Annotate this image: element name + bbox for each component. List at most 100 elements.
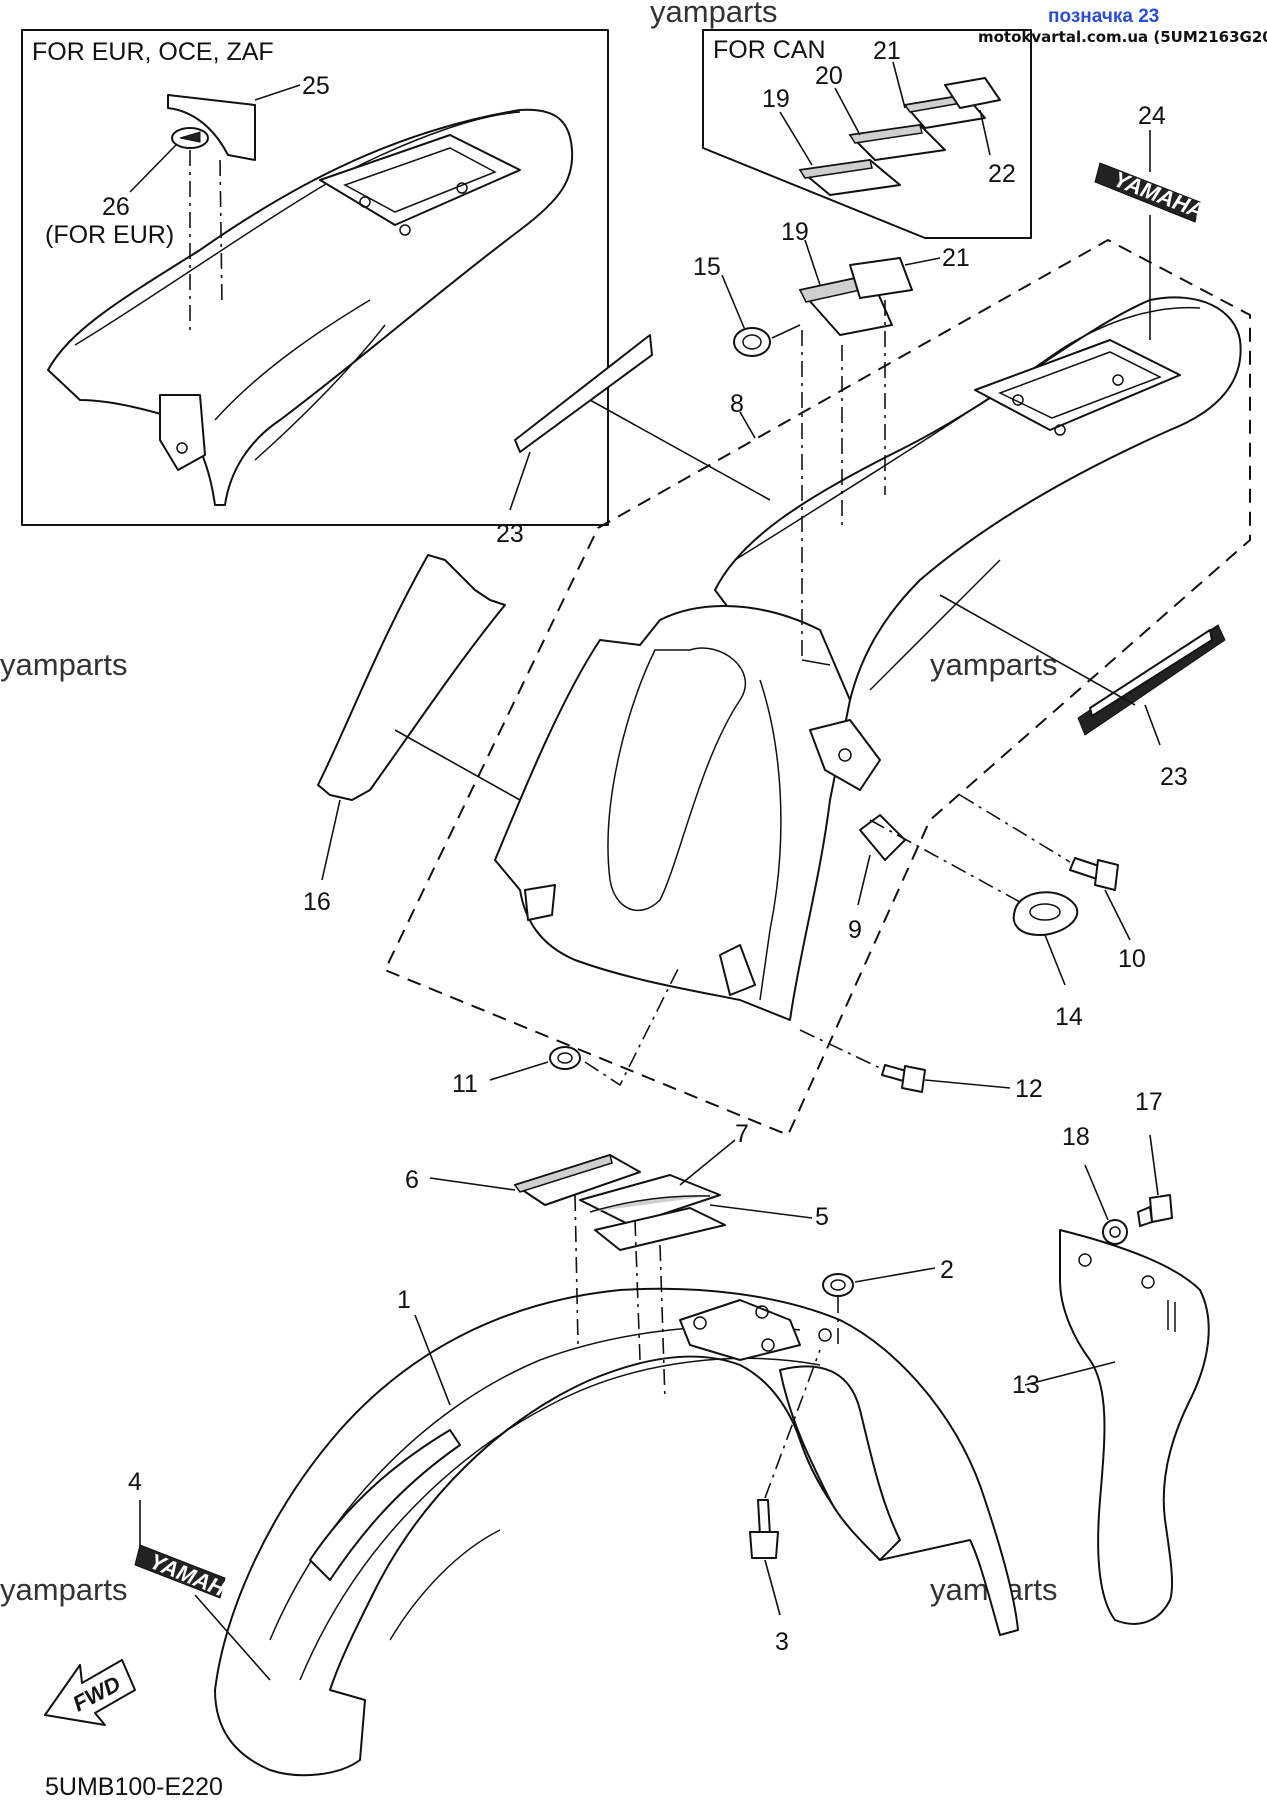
label-18: 18 <box>1062 1123 1090 1151</box>
leader-16-in <box>394 729 521 801</box>
part-7-strip-line <box>589 1195 711 1213</box>
part-15-grommet <box>733 327 771 357</box>
leader-8 <box>739 411 756 439</box>
inner-mudguard-tab <box>524 884 556 921</box>
part-4-decal-text: YAMAHA <box>146 1548 243 1607</box>
part-6-strip-shade <box>513 1154 613 1193</box>
leader-23-left-b <box>589 399 771 501</box>
source-label: motokvartal.com.ua (5UM2163G2000) <box>978 28 1267 46</box>
dash-19-tail <box>801 659 831 666</box>
dash-14 <box>869 819 1021 903</box>
dash-6 <box>574 1194 579 1346</box>
part-18-washer-inner <box>1109 1226 1121 1238</box>
label-21: 21 <box>942 244 970 272</box>
leader-10 <box>1104 889 1131 941</box>
part-14-grommet-inner <box>1029 903 1061 921</box>
label-1: 1 <box>397 1286 411 1314</box>
part-12-bolt <box>881 1064 926 1093</box>
dash-7 <box>634 1219 641 1361</box>
leader-9 <box>857 854 871 906</box>
part-23-decal-left <box>514 334 653 453</box>
label-25: 25 <box>302 72 330 100</box>
rear-bracket <box>809 719 881 791</box>
variant-label: позначка 23 <box>1048 6 1159 27</box>
front-fender-fin <box>779 1365 901 1561</box>
inset-hole-1 <box>359 196 371 208</box>
inset-eur-frame <box>21 29 609 526</box>
part-13-ribs <box>1167 1300 1176 1332</box>
front-mount-hole-3 <box>761 1338 775 1352</box>
part-25-strip <box>167 94 256 161</box>
label-11: 11 <box>452 1070 478 1098</box>
part-23-decal-stripe <box>1089 629 1213 717</box>
label-10: 10 <box>1118 945 1146 973</box>
inner-mudguard-recess <box>607 647 747 911</box>
label-24: 24 <box>1138 102 1166 130</box>
part-24-decal-text: YAMAHA <box>1110 166 1208 223</box>
part-13-hole-2 <box>1141 1275 1155 1289</box>
front-mount-hole-2 <box>755 1305 769 1319</box>
inset-hole-3 <box>399 224 411 236</box>
inset-can-frame <box>702 29 1032 239</box>
leader-5 <box>709 1204 813 1219</box>
dash-5 <box>659 1244 666 1401</box>
rear-fender <box>494 296 1242 1021</box>
label-13: 13 <box>1012 1371 1040 1399</box>
fwd-arrow-shape <box>44 1659 136 1726</box>
label-16: 16 <box>303 888 331 916</box>
front-fender-line-3 <box>389 1529 501 1641</box>
front-fender-slot <box>309 1429 461 1581</box>
leader-19 <box>804 239 821 286</box>
part-26-emblem-mark <box>179 131 201 143</box>
front-fender-mount <box>679 1299 801 1361</box>
can-strip-19-shade <box>798 159 873 179</box>
label-4: 4 <box>128 1468 142 1496</box>
leader-14 <box>1044 934 1066 986</box>
leader-15 <box>721 274 746 331</box>
dash-3 <box>764 1349 821 1499</box>
leader-3 <box>764 1559 781 1616</box>
inset-recess-inner <box>343 147 497 213</box>
part-17-screw-shank <box>1137 1206 1153 1227</box>
inset-can: FOR CAN 19 20 21 22 <box>702 29 1032 239</box>
watermark-bottom-left: yamparts <box>0 1572 127 1607</box>
part-14-grommet <box>1012 891 1079 936</box>
leader-15b <box>771 324 801 339</box>
inset-dash-25 <box>219 159 223 306</box>
part-17-screw-head <box>1149 1194 1173 1223</box>
watermark-right: yamparts <box>930 647 1057 682</box>
leader-25 <box>254 84 301 101</box>
can-strip-20-shade <box>848 124 923 144</box>
leader-4 <box>194 1594 271 1681</box>
leader-can-22 <box>979 109 991 156</box>
label-19: 19 <box>781 218 809 246</box>
inset-tab-hole <box>176 442 188 454</box>
label-17: 17 <box>1135 1088 1163 1116</box>
label-can-21: 21 <box>873 37 901 65</box>
part-5-strip <box>594 1207 726 1251</box>
dash-10 <box>959 794 1071 863</box>
leader-can-21 <box>892 61 906 109</box>
leader-23-left <box>509 451 531 511</box>
part-12-bolt-head <box>901 1065 926 1093</box>
inset-fender-line <box>214 299 371 421</box>
label-7: 7 <box>735 1120 749 1148</box>
leader-21 <box>904 257 941 266</box>
label-5: 5 <box>815 1203 829 1231</box>
watermark-left: yamparts <box>0 647 127 682</box>
leader-26 <box>129 144 177 193</box>
label-9: 9 <box>848 916 862 944</box>
part-21-strip <box>849 257 913 299</box>
leader-17 <box>1149 1134 1159 1196</box>
front-mount-hole-1 <box>693 1316 707 1330</box>
part-10-bolt <box>1069 857 1119 891</box>
label-26-note: (FOR EUR) <box>45 221 174 249</box>
part-24-decal-shape <box>1094 162 1201 223</box>
can-strip-22 <box>944 77 1001 109</box>
part-11-collar <box>549 1046 581 1070</box>
part-24-decal: YAMAHA <box>1094 162 1208 224</box>
leader-6 <box>429 1177 516 1191</box>
part-2-collar-inner <box>830 1279 846 1291</box>
diagram-code: 5UMB100-E220 <box>45 1773 223 1800</box>
